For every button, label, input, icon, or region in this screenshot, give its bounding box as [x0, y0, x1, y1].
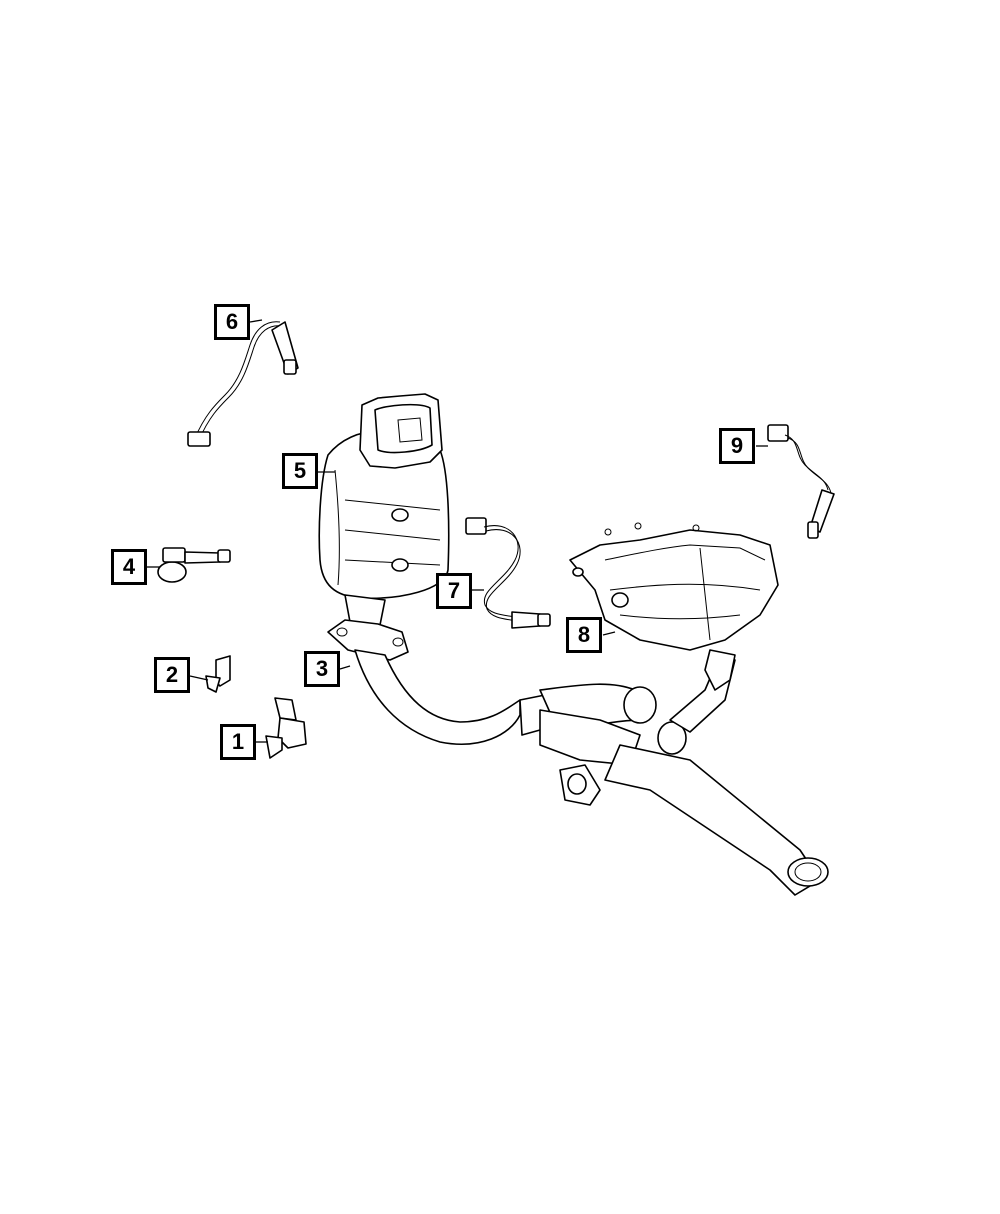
part-6-oxygen-sensor[interactable] — [187, 321, 299, 447]
callout-8[interactable]: 8 — [566, 617, 602, 653]
callout-4[interactable]: 4 — [111, 549, 147, 585]
part-4-oxygen-sensor[interactable] — [157, 547, 231, 583]
callout-6[interactable]: 6 — [214, 304, 250, 340]
part-1-bracket[interactable] — [265, 697, 307, 759]
part-5-catalytic-converter[interactable] — [318, 393, 450, 626]
callout-2[interactable]: 2 — [154, 657, 190, 693]
part-3-exhaust-pipe[interactable] — [327, 619, 829, 896]
part-9-oxygen-sensor[interactable] — [767, 424, 835, 539]
leader-lines — [146, 319, 768, 743]
callout-5[interactable]: 5 — [282, 453, 318, 489]
part-8-exhaust-manifold[interactable] — [569, 522, 779, 691]
callout-9[interactable]: 9 — [719, 428, 755, 464]
callout-1[interactable]: 1 — [220, 724, 256, 760]
part-2-bracket[interactable] — [205, 655, 231, 693]
callout-7[interactable]: 7 — [436, 573, 472, 609]
callout-3[interactable]: 3 — [304, 651, 340, 687]
part-7-oxygen-sensor[interactable] — [465, 517, 551, 629]
